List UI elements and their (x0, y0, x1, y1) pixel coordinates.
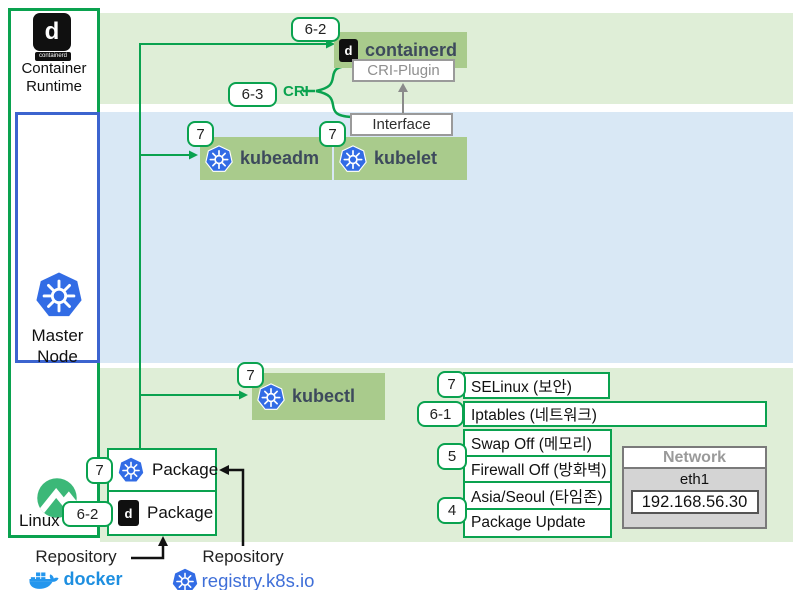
containerd-icon: d (339, 38, 358, 62)
repository-docker: Repository docker (14, 547, 138, 590)
repository-registry-k8s: Repository registry.k8s.io (172, 547, 314, 590)
interface-label: Interface (372, 116, 431, 133)
master-node-label: Master Node (31, 326, 84, 366)
docker-label: docker (63, 569, 123, 589)
config-firewall-off: Firewall Off (방화벽) (463, 455, 612, 483)
kubernetes-icon (118, 457, 144, 483)
network-ip-address: 192.168.56.30 (630, 490, 759, 514)
config-selinux: SELinux (보안) (463, 372, 610, 399)
package-kubernetes-box: Package (107, 448, 219, 492)
config-swap-off: Swap Off (메모리) (463, 429, 612, 457)
docker-icon (29, 568, 60, 590)
repository-label: Repository (202, 547, 284, 566)
package-label: Package (147, 503, 214, 522)
kubectl-label: kubectl (292, 386, 356, 406)
container-runtime-label: Container Runtime (21, 60, 87, 95)
containerd-label: containerd (365, 39, 458, 60)
network-interface: eth1 (679, 471, 710, 488)
kubernetes-icon (257, 382, 285, 411)
kubelet-box: kubelet (334, 137, 467, 180)
network-box: Network eth1 192.168.56.30 (622, 446, 767, 529)
repository-label: Repository (35, 547, 117, 566)
kubernetes-icon (339, 144, 367, 173)
kubeadm-label: kubeadm (240, 148, 320, 168)
badge-step-6-3: 6-3 (228, 82, 277, 107)
cri-plugin-box: CRI-Plugin (352, 59, 455, 82)
network-title: Network (624, 448, 765, 469)
kubernetes-icon (35, 271, 83, 319)
config-package-update: Package Update (463, 508, 612, 538)
containerd-logo-icon: d containerd (33, 13, 73, 63)
config-iptables: Iptables (네트워크) (463, 401, 767, 427)
kubeadm-box: kubeadm (200, 137, 332, 180)
badge-step-7-selinux: 7 (437, 371, 466, 398)
kubernetes-icon (172, 568, 198, 590)
config-timezone: Asia/Seoul (타임존) (463, 481, 612, 510)
badge-step-7-package: 7 (86, 457, 113, 484)
master-node-box: Master Node (15, 112, 100, 366)
package-label: Package (152, 460, 219, 479)
badge-step-6-2: 6-2 (291, 17, 340, 42)
kubelet-label: kubelet (374, 148, 438, 168)
registry-k8s-label: registry.k8s.io (201, 570, 315, 590)
containerd-logo-caption: containerd (35, 52, 71, 61)
badge-step-5: 5 (437, 443, 467, 470)
cri-label: CRI (283, 83, 309, 100)
containerd-logo-glyph: d (33, 13, 71, 51)
containerd-icon: d (118, 500, 139, 526)
badge-step-7-kubelet: 7 (319, 121, 346, 147)
badge-step-6-1-iptables: 6-1 (417, 401, 464, 427)
interface-box: Interface (350, 113, 453, 136)
cri-plugin-label: CRI-Plugin (367, 62, 440, 79)
kubernetes-icon (205, 144, 233, 173)
badge-step-4: 4 (437, 497, 467, 524)
badge-step-7-kubectl: 7 (237, 362, 264, 388)
kubectl-box: kubectl (252, 373, 385, 420)
badge-step-6-2-package: 6-2 (62, 501, 113, 527)
package-containerd-box: d Package (107, 490, 217, 536)
badge-step-7-kubeadm: 7 (187, 121, 214, 147)
